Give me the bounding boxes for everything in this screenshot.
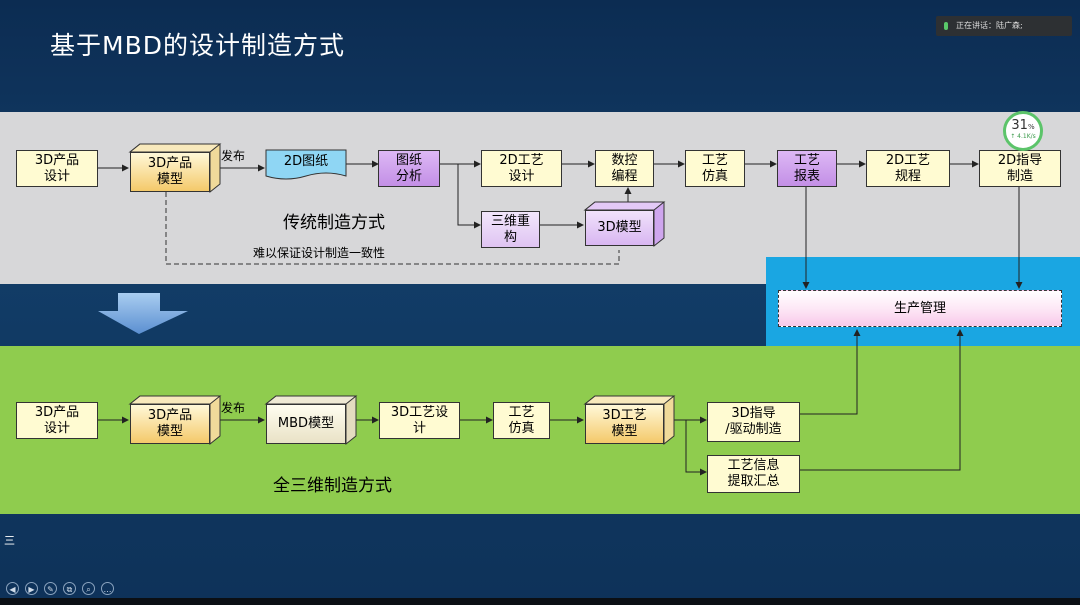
speaker-text: 正在讲话：陆广森; [956, 21, 1023, 30]
mic-icon [944, 21, 948, 30]
full-node-3d-model: 3D产品 模型 [130, 404, 210, 444]
trad-node-2d-drawing: 2D图纸 [283, 154, 329, 169]
traditional-section-label: 传统制造方式 [283, 213, 385, 233]
gauge-speed: ↑ 4.1K/s [1010, 133, 1036, 140]
full-node-mbd: MBD模型 [266, 404, 346, 444]
trad-node-2d-process: 2D工艺 设计 [481, 150, 562, 187]
sidebar-toggle[interactable]: 三 [4, 534, 15, 547]
trad-node-rebuild: 三维重 构 [481, 211, 540, 248]
full-node-3d-guide: 3D指导 /驱动制造 [707, 402, 800, 442]
production-management: 生产管理 [778, 290, 1062, 327]
full-node-sim: 工艺 仿真 [493, 402, 550, 439]
full-node-3d-design: 3D产品 设计 [16, 402, 98, 439]
prev-slide-button[interactable]: ◀ [6, 581, 19, 595]
drawing-doc-shape [265, 149, 347, 180]
consistency-note: 难以保证设计制造一致性 [253, 246, 386, 260]
slides-view-button[interactable]: ⧉ [63, 581, 76, 595]
trad-node-analysis: 图纸 分析 [378, 150, 440, 187]
trad-publish-label: 发布 [221, 149, 246, 163]
trad-node-report: 工艺 报表 [777, 150, 837, 187]
more-options-button[interactable]: … [101, 581, 114, 595]
next-slide-button[interactable]: ▶ [25, 581, 38, 595]
full-node-3d-process: 3D工艺设 计 [379, 402, 460, 439]
trad-node-2d-spec: 2D工艺 规程 [866, 150, 950, 187]
box-3d-faces [128, 143, 676, 446]
trad-node-3d-model-b: 3D模型 [585, 210, 654, 246]
speaker-indicator: 正在讲话：陆广森; [936, 16, 1072, 36]
full-publish-label: 发布 [221, 401, 246, 415]
slide-title: 基于MBD的设计制造方式 [50, 31, 345, 60]
full-node-info-extract: 工艺信息 提取汇总 [707, 455, 800, 493]
taskbar-strip [0, 598, 1080, 605]
zoom-button[interactable]: ⌕ [82, 581, 95, 595]
full3d-section-label: 全三维制造方式 [273, 476, 392, 496]
transition-arrow [98, 293, 188, 334]
pen-tool-button[interactable]: ✎ [44, 581, 57, 595]
trad-node-sim: 工艺 仿真 [685, 150, 745, 187]
network-gauge: 31%↑ 4.1K/s [1003, 111, 1043, 151]
trad-node-3d-model: 3D产品 模型 [130, 152, 210, 192]
trad-node-3d-design: 3D产品 设计 [16, 150, 98, 187]
trad-node-2d-guide: 2D指导 制造 [979, 150, 1061, 187]
full-node-process-model: 3D工艺 模型 [585, 404, 664, 444]
presentation-controls: ◀ ▶ ✎ ⧉ ⌕ … [0, 578, 136, 598]
trad-node-nc: 数控 编程 [595, 150, 654, 187]
traditional-band [0, 112, 1080, 284]
gauge-percent: 31% [1011, 118, 1035, 133]
